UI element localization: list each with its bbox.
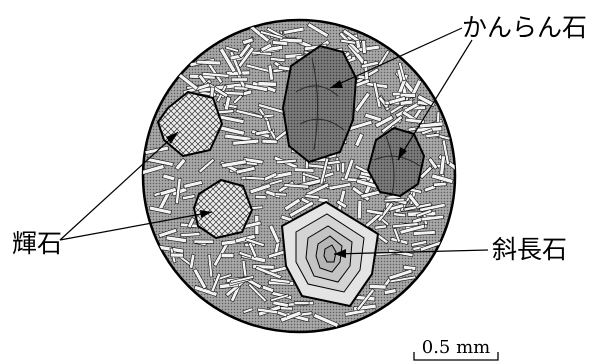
plagioclase-lath bbox=[413, 231, 435, 236]
olivine-label: かんらん石 bbox=[462, 13, 587, 42]
pyroxene-label: 輝石 bbox=[12, 229, 62, 258]
plagioclase-lath bbox=[362, 40, 367, 53]
plagioclase-lath bbox=[231, 78, 247, 81]
plagioclase-lath bbox=[357, 201, 361, 219]
scale-bar: 0.5 mm bbox=[414, 337, 498, 360]
plagioclase-lath bbox=[258, 82, 277, 87]
plagioclase-lath bbox=[275, 193, 287, 196]
plagioclase-lath bbox=[294, 168, 314, 172]
plagioclase-lath bbox=[369, 284, 386, 289]
plagioclase-lath bbox=[255, 195, 266, 199]
plagioclase-lath bbox=[336, 158, 340, 171]
plagioclase-lath bbox=[434, 182, 447, 186]
scale-bar-label: 0.5 mm bbox=[422, 337, 490, 358]
plagioclase-lath bbox=[194, 240, 214, 244]
plagioclase-lath bbox=[341, 162, 345, 172]
plagioclase-lath bbox=[262, 139, 277, 143]
plagioclase-lath bbox=[221, 253, 234, 257]
plagioclase-lath bbox=[294, 302, 309, 305]
plagioclase-lath bbox=[170, 253, 183, 257]
plagioclase-label: 斜長石 bbox=[492, 235, 567, 264]
plagioclase-lath bbox=[197, 60, 221, 65]
